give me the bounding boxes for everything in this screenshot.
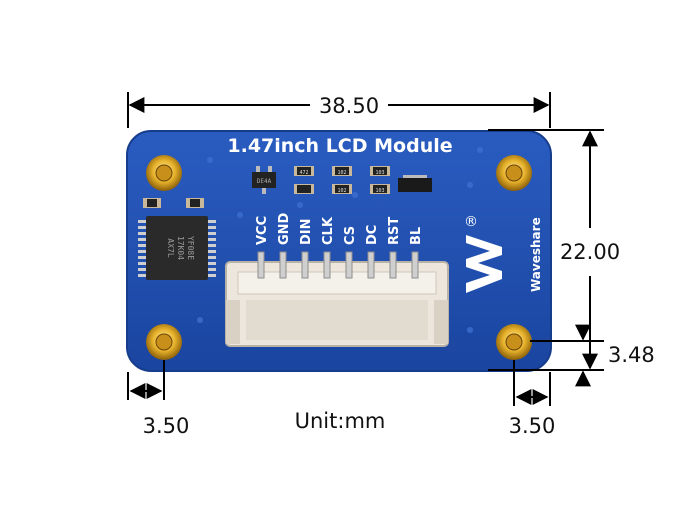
pin-label-vcc: VCC bbox=[255, 216, 270, 245]
pcb-vias bbox=[197, 147, 483, 333]
pin-label-din: DIN bbox=[299, 218, 314, 245]
resistor-marking-4: 103 bbox=[375, 170, 384, 176]
width-dimension-label: 38.50 bbox=[319, 94, 379, 118]
waveshare-logo-mark bbox=[466, 235, 502, 293]
ic-chip: YF08E 17K04 AX7L bbox=[138, 216, 216, 280]
hole-offset-left-label: 3.50 bbox=[143, 414, 190, 438]
pin-label-clk: CLK bbox=[321, 216, 336, 245]
board-title: 1.47inch LCD Module bbox=[227, 135, 452, 157]
resistor-row: 472 102 102 103 103 bbox=[294, 166, 432, 194]
dimension-lines bbox=[127, 92, 604, 406]
resistor-marking-5: 103 bbox=[375, 188, 384, 194]
height-dimension-label: 22.00 bbox=[560, 240, 620, 264]
pin-label-rst: RST bbox=[387, 217, 402, 245]
pin-header-connector bbox=[225, 251, 449, 347]
pin-label-cs: CS bbox=[343, 226, 358, 245]
ic-pins-right bbox=[207, 220, 216, 277]
pin-label-bl: BL bbox=[409, 227, 424, 245]
ic-body bbox=[146, 216, 208, 280]
transistor-marking: DE4A bbox=[257, 178, 272, 185]
brand-name: Waveshare bbox=[529, 217, 543, 292]
unit-label: Unit:mm bbox=[295, 409, 386, 433]
dimension-labels: 38.50 22.00 3.48 3.50 3.50 Unit:mm bbox=[143, 94, 655, 438]
ic-marking-line-1: YF08E bbox=[186, 236, 195, 260]
hole-offset-y-label: 3.48 bbox=[608, 343, 655, 367]
ic-marking-line-2: 17K04 bbox=[176, 236, 185, 260]
resistor-marking-3: 102 bbox=[337, 188, 346, 194]
ic-pins-left bbox=[138, 220, 147, 277]
waveshare-logo: ® Waveshare bbox=[464, 214, 543, 293]
mounting-hole-top-left bbox=[146, 155, 182, 191]
mounting-hole-bottom-right bbox=[496, 324, 532, 360]
hole-offset-right-label: 3.50 bbox=[509, 414, 556, 438]
mounting-hole-top-right bbox=[496, 155, 532, 191]
mounting-hole-bottom-left bbox=[146, 324, 182, 360]
ic-marking-line-3: AX7L bbox=[166, 238, 175, 257]
transistor: DE4A bbox=[252, 166, 276, 194]
pin-label-gnd: GND bbox=[277, 212, 292, 245]
pin-labels: VCC GND DIN CLK CS DC RST BL bbox=[255, 212, 424, 245]
resistor-marking-1: 472 bbox=[299, 170, 308, 176]
registered-mark: ® bbox=[464, 214, 478, 230]
resistor-marking-2: 102 bbox=[337, 170, 346, 176]
pin-label-dc: DC bbox=[365, 225, 380, 245]
connector-pins bbox=[257, 251, 419, 279]
resistor-group-left bbox=[143, 198, 204, 208]
